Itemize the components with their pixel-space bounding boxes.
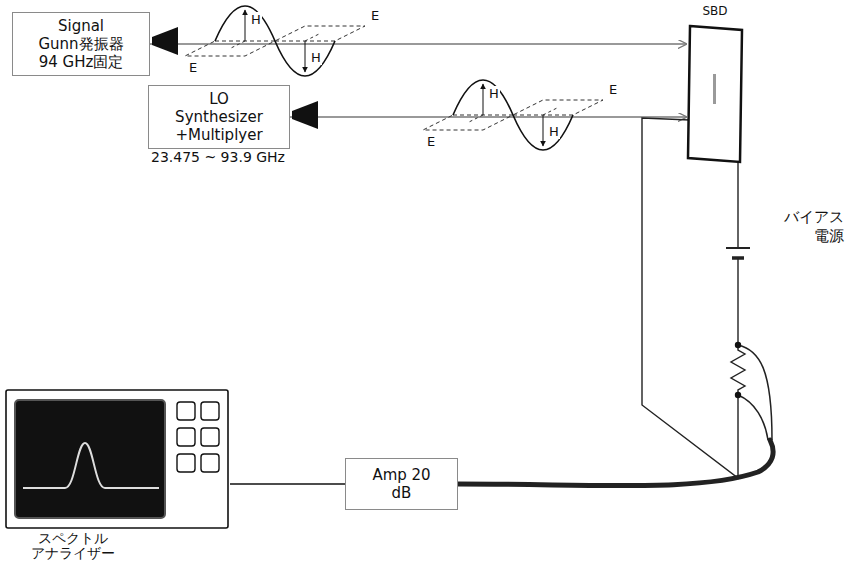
node-text: Signal Gunn発振器 94 GHz固定 <box>33 17 129 71</box>
em-wave <box>185 6 365 76</box>
field-label: E <box>188 60 198 75</box>
field-label: H <box>548 124 560 139</box>
spectrum-analyzer: スペクトル アナライザー <box>5 388 230 564</box>
beam-arrow <box>290 116 686 118</box>
horn-antenna <box>292 101 318 129</box>
node-text: Amp 20 dB <box>372 466 432 502</box>
node-text: LO Synthesizer +Multiplyer <box>165 90 273 144</box>
sbd-detector: SBD <box>686 2 744 170</box>
node-text: スペクトル アナライザー <box>23 531 123 561</box>
em-wave <box>423 80 603 150</box>
node-text: SBD <box>686 4 744 18</box>
synthesizer-box: LO Synthesizer +Multiplyer <box>148 85 290 149</box>
junction-dot <box>735 392 741 398</box>
mount-board <box>642 118 738 478</box>
field-label: H <box>250 12 262 27</box>
field-label: E <box>370 8 380 23</box>
field-label: E <box>608 82 618 97</box>
amplifier-box: Amp 20 dB <box>345 458 458 510</box>
bias-supply-label: バイアス 電源 <box>775 208 845 246</box>
sbd-chip <box>686 2 744 170</box>
field-label: H <box>488 86 500 101</box>
signal-wire <box>230 483 345 484</box>
bias-circuit <box>726 160 772 440</box>
horn-antenna <box>152 27 178 55</box>
coax-cable <box>458 440 773 486</box>
frequency-range: 23.475 ~ 93.9 GHz <box>150 149 286 166</box>
field-label: H <box>310 50 322 65</box>
junction-dot <box>735 342 741 348</box>
beam-arrow <box>150 43 686 45</box>
oscillator-box: Signal Gunn発振器 94 GHz固定 <box>12 12 150 76</box>
field-label: E <box>426 134 436 149</box>
